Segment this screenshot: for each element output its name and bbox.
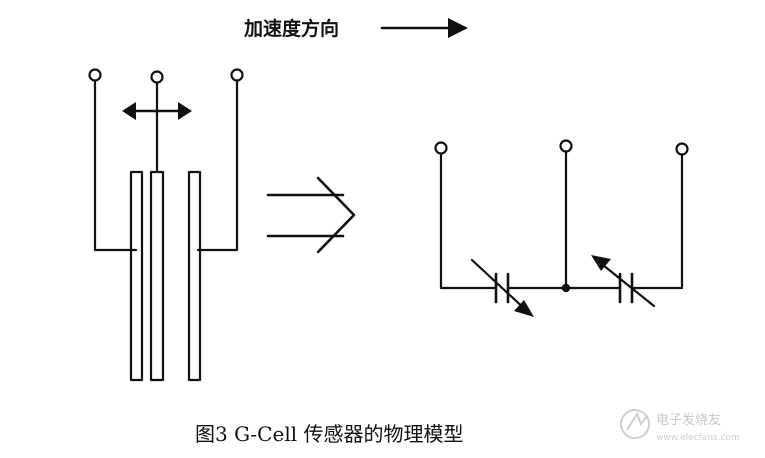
elecfans-watermark: 电子发烧友 www.elecfans.com — [620, 409, 740, 443]
left-plate-lead — [93, 79, 138, 252]
acceleration-direction-heading: 加速度方向 — [243, 17, 468, 40]
center-movable-terminal — [150, 70, 164, 84]
watermark-url: www.elecfans.com — [656, 433, 740, 443]
right-equivalent-circuit — [434, 139, 689, 317]
right-fixed-plate — [187, 170, 202, 382]
right-plate-lead — [196, 79, 239, 252]
acceleration-direction-arrow — [380, 18, 468, 38]
elecfans-logo-icon — [620, 409, 650, 439]
figure-caption: 图3 G-Cell 传感器的物理模型 — [195, 422, 463, 446]
left-physical-structure — [88, 68, 244, 382]
equivalent-model-arrow — [266, 176, 356, 254]
circuit-center-terminal — [559, 139, 573, 153]
circuit-right-wire — [630, 153, 684, 290]
circuit-left-wire — [439, 152, 498, 290]
watermark-brand: 电子发烧友 — [656, 412, 721, 428]
left-outer-terminal — [88, 68, 102, 82]
circuit-right-terminal — [675, 142, 689, 156]
center-movable-plate — [149, 170, 165, 382]
movement-double-arrow — [122, 102, 192, 120]
circuit-left-terminal — [434, 141, 448, 155]
right-variable-capacitor — [591, 255, 656, 308]
right-outer-terminal — [230, 68, 244, 82]
left-variable-capacitor — [470, 258, 534, 317]
left-fixed-plate — [129, 170, 144, 382]
acceleration-direction-label: 加速度方向 — [243, 17, 339, 40]
circuit-junction-dot — [561, 283, 571, 293]
